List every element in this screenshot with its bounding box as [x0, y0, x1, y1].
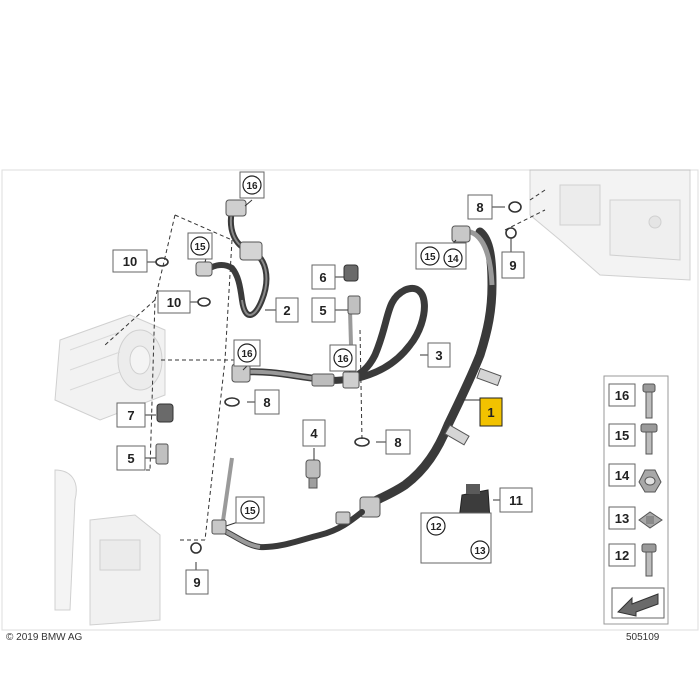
callout-8c-label: 8 [394, 435, 401, 450]
callout-13-label: 13 [474, 546, 486, 557]
callout-8b-label: 8 [263, 395, 270, 410]
callout-16a-label: 16 [246, 181, 258, 192]
o-ring-10a [155, 257, 169, 267]
callout-6-label: 6 [319, 270, 326, 285]
callout-11[interactable]: 11 [499, 487, 533, 513]
direction-arrow-icon [611, 587, 665, 619]
copyright-text: © 2019 BMW AG [6, 632, 83, 643]
lower-pipe [211, 457, 365, 551]
callout-2[interactable]: 2 [275, 297, 299, 323]
legend-item-12[interactable]: 12 [608, 543, 657, 577]
callout-15b-14[interactable]: 15 14 [415, 242, 467, 270]
callout-5a[interactable]: 5 [311, 297, 336, 323]
image-number: 505109 [626, 632, 660, 643]
o-ring-10b [197, 297, 211, 307]
valve-core-5b [155, 443, 169, 465]
callout-11-label: 11 [509, 493, 523, 508]
legend-12-label: 12 [615, 548, 629, 563]
callout-8a[interactable]: 8 [467, 194, 493, 220]
nut-icon [638, 469, 662, 493]
cap-7 [156, 403, 174, 423]
legend-item-16[interactable]: 16 [608, 383, 656, 419]
callout-8a-label: 8 [476, 200, 483, 215]
expansion-tank-illustration [54, 469, 161, 626]
callout-15a-label: 15 [194, 242, 206, 253]
callout-10b-label: 10 [167, 295, 181, 310]
callout-2-label: 2 [283, 303, 290, 318]
bolt-icon [642, 383, 656, 419]
callout-16a[interactable]: 16 [239, 171, 265, 199]
callout-15c-label: 15 [244, 506, 256, 517]
callout-9b[interactable]: 9 [185, 569, 209, 595]
assembly-guide-lines [104, 189, 546, 541]
callout-15b-label: 15 [424, 252, 436, 263]
callout-7-label: 7 [127, 408, 134, 423]
callout-4-label: 4 [310, 426, 318, 441]
pressure-sensor-4 [305, 459, 321, 489]
callout-1-label: 1 [487, 405, 494, 420]
callout-5a-label: 5 [319, 303, 326, 318]
callout-9a[interactable]: 9 [501, 251, 525, 279]
callout-12-13[interactable]: 12 13 [420, 512, 492, 564]
callout-10b[interactable]: 10 [157, 290, 191, 314]
callout-15a[interactable]: 15 [187, 232, 213, 260]
o-ring-9b [190, 542, 202, 554]
clip-nut-icon [638, 511, 663, 529]
fastener-legend: 16 15 14 13 [603, 375, 669, 625]
callout-16c[interactable]: 16 [329, 344, 357, 372]
callout-8c[interactable]: 8 [385, 429, 411, 455]
legend-item-14[interactable]: 14 [608, 463, 662, 493]
callout-16b-label: 16 [241, 349, 253, 360]
diagram-frame [1, 169, 699, 631]
callout-8b[interactable]: 8 [254, 389, 280, 415]
o-ring-8a [508, 201, 522, 213]
o-ring-8c [354, 437, 370, 447]
legend-item-13[interactable]: 13 [608, 506, 663, 530]
o-ring-8b [224, 397, 240, 407]
legend-16-label: 16 [615, 388, 629, 403]
callout-5b-label: 5 [127, 451, 134, 466]
o-ring-9a [505, 227, 517, 239]
callout-12-label: 12 [430, 522, 442, 533]
callout-14-label: 14 [447, 254, 459, 265]
legend-15-label: 15 [615, 428, 629, 443]
callout-3[interactable]: 3 [427, 342, 451, 368]
cap-6 [343, 264, 359, 282]
callout-5b[interactable]: 5 [116, 445, 146, 471]
callout-9a-label: 9 [509, 258, 516, 273]
callout-10a[interactable]: 10 [112, 249, 148, 273]
legend-item-15[interactable]: 15 [608, 423, 658, 455]
callout-9b-label: 9 [193, 575, 200, 590]
hose-2-assembly [195, 199, 270, 318]
pressure-line-1 [359, 225, 502, 518]
evaporator-housing-illustration [529, 169, 691, 281]
callout-7[interactable]: 7 [116, 402, 146, 428]
callout-1-highlight[interactable]: 1 [479, 397, 503, 427]
legend-14-label: 14 [615, 468, 630, 483]
callout-10a-label: 10 [123, 254, 137, 269]
legend-13-label: 13 [615, 511, 629, 526]
callout-4[interactable]: 4 [302, 419, 326, 447]
valve-core-5a [347, 295, 361, 315]
flange-bolt-icon [640, 423, 658, 455]
compressor-illustration [54, 314, 166, 421]
callout-3-label: 3 [435, 348, 442, 363]
screw-icon [641, 543, 657, 577]
callout-15c[interactable]: 15 [235, 496, 265, 524]
callout-16b[interactable]: 16 [233, 339, 261, 367]
callout-6[interactable]: 6 [311, 264, 336, 290]
callout-16c-label: 16 [337, 354, 349, 365]
